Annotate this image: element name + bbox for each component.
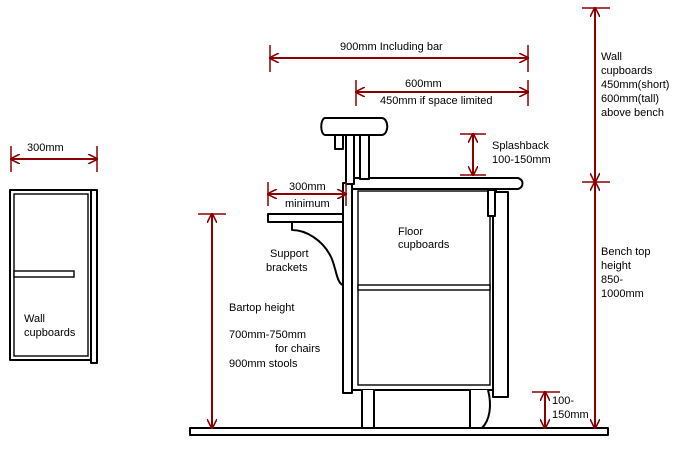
label-wall-cupboards-2: cupboards (24, 327, 76, 339)
floor-cupboard-shelf (357, 284, 491, 291)
floor-cupboard-door (492, 191, 509, 398)
label-wall-cupboard-height-3: 450mm(short) (601, 79, 669, 91)
label-bench-depth-limited: 450mm if space limited (380, 95, 493, 107)
label-overhang-minimum: minimum (285, 198, 330, 210)
raised-bar-top (320, 117, 389, 185)
support-post (342, 182, 353, 394)
label-bench-height-4: 1000mm (601, 288, 644, 300)
label-bartop-chairs: 700mm-750mm (229, 329, 306, 341)
bartop-height-dimension (198, 214, 226, 428)
wall-cupboard-depth-dimension (11, 146, 97, 172)
label-bench-height-2: height (601, 260, 631, 272)
bartop-shelf (267, 213, 344, 223)
label-bench-depth: 600mm (405, 78, 442, 90)
label-support-brackets-1: Support (270, 248, 309, 260)
label-kickboard-1: 100- (552, 395, 574, 407)
label-overhang-300: 300mm (289, 181, 326, 193)
label-floor-cupboards-1: Floor (398, 226, 423, 238)
bench-depth-dimension (356, 80, 528, 106)
bar-overhang-dimension (268, 182, 346, 206)
label-wall-cupboard-height-1: Wall (601, 51, 622, 63)
label-bartop-for-chairs: for chairs (275, 343, 321, 355)
bar-width-dimension (270, 45, 528, 72)
leg-front (361, 390, 375, 429)
label-bench-height-3: 850- (601, 274, 623, 286)
bar-bracket (334, 134, 344, 150)
bar-top (320, 117, 389, 136)
floor-cupboard-handle (487, 189, 496, 217)
bar-post-upper (345, 133, 355, 185)
splashback (359, 130, 370, 180)
label-wall-cupboard-depth: 300mm (27, 142, 64, 154)
label-bartop-stools: 900mm stools (229, 358, 298, 370)
floor (189, 427, 609, 436)
label-support-brackets-2: brackets (266, 262, 308, 274)
wall-cupboard-shelf (13, 270, 75, 278)
bench-top (351, 177, 524, 190)
splashback-dimension (460, 134, 486, 175)
support-bracket (291, 221, 344, 286)
label-wall-cupboards-1: Wall (24, 313, 45, 325)
label-wall-cupboard-height-2: cupboards (601, 65, 653, 77)
label-splashback: Splashback (492, 140, 549, 152)
wall-cupboard-drawing (9, 189, 98, 364)
label-wall-cupboard-height-5: above bench (601, 107, 664, 119)
wall-cupboard-door (90, 189, 98, 364)
label-floor-cupboards-2: cupboards (398, 239, 450, 251)
label-bar-width: 900mm Including bar (340, 41, 443, 53)
label-bartop-height: Bartop height (229, 302, 294, 314)
kickboard-height-dimension (532, 392, 560, 428)
leg-back (469, 389, 491, 429)
label-wall-cupboard-height-4: 600mm(tall) (601, 93, 659, 105)
floor-cupboard-drawing (351, 184, 509, 429)
label-bench-height-1: Bench top (601, 246, 651, 258)
label-splashback-size: 100-150mm (492, 154, 551, 166)
label-kickboard-2: 150mm (552, 409, 589, 421)
